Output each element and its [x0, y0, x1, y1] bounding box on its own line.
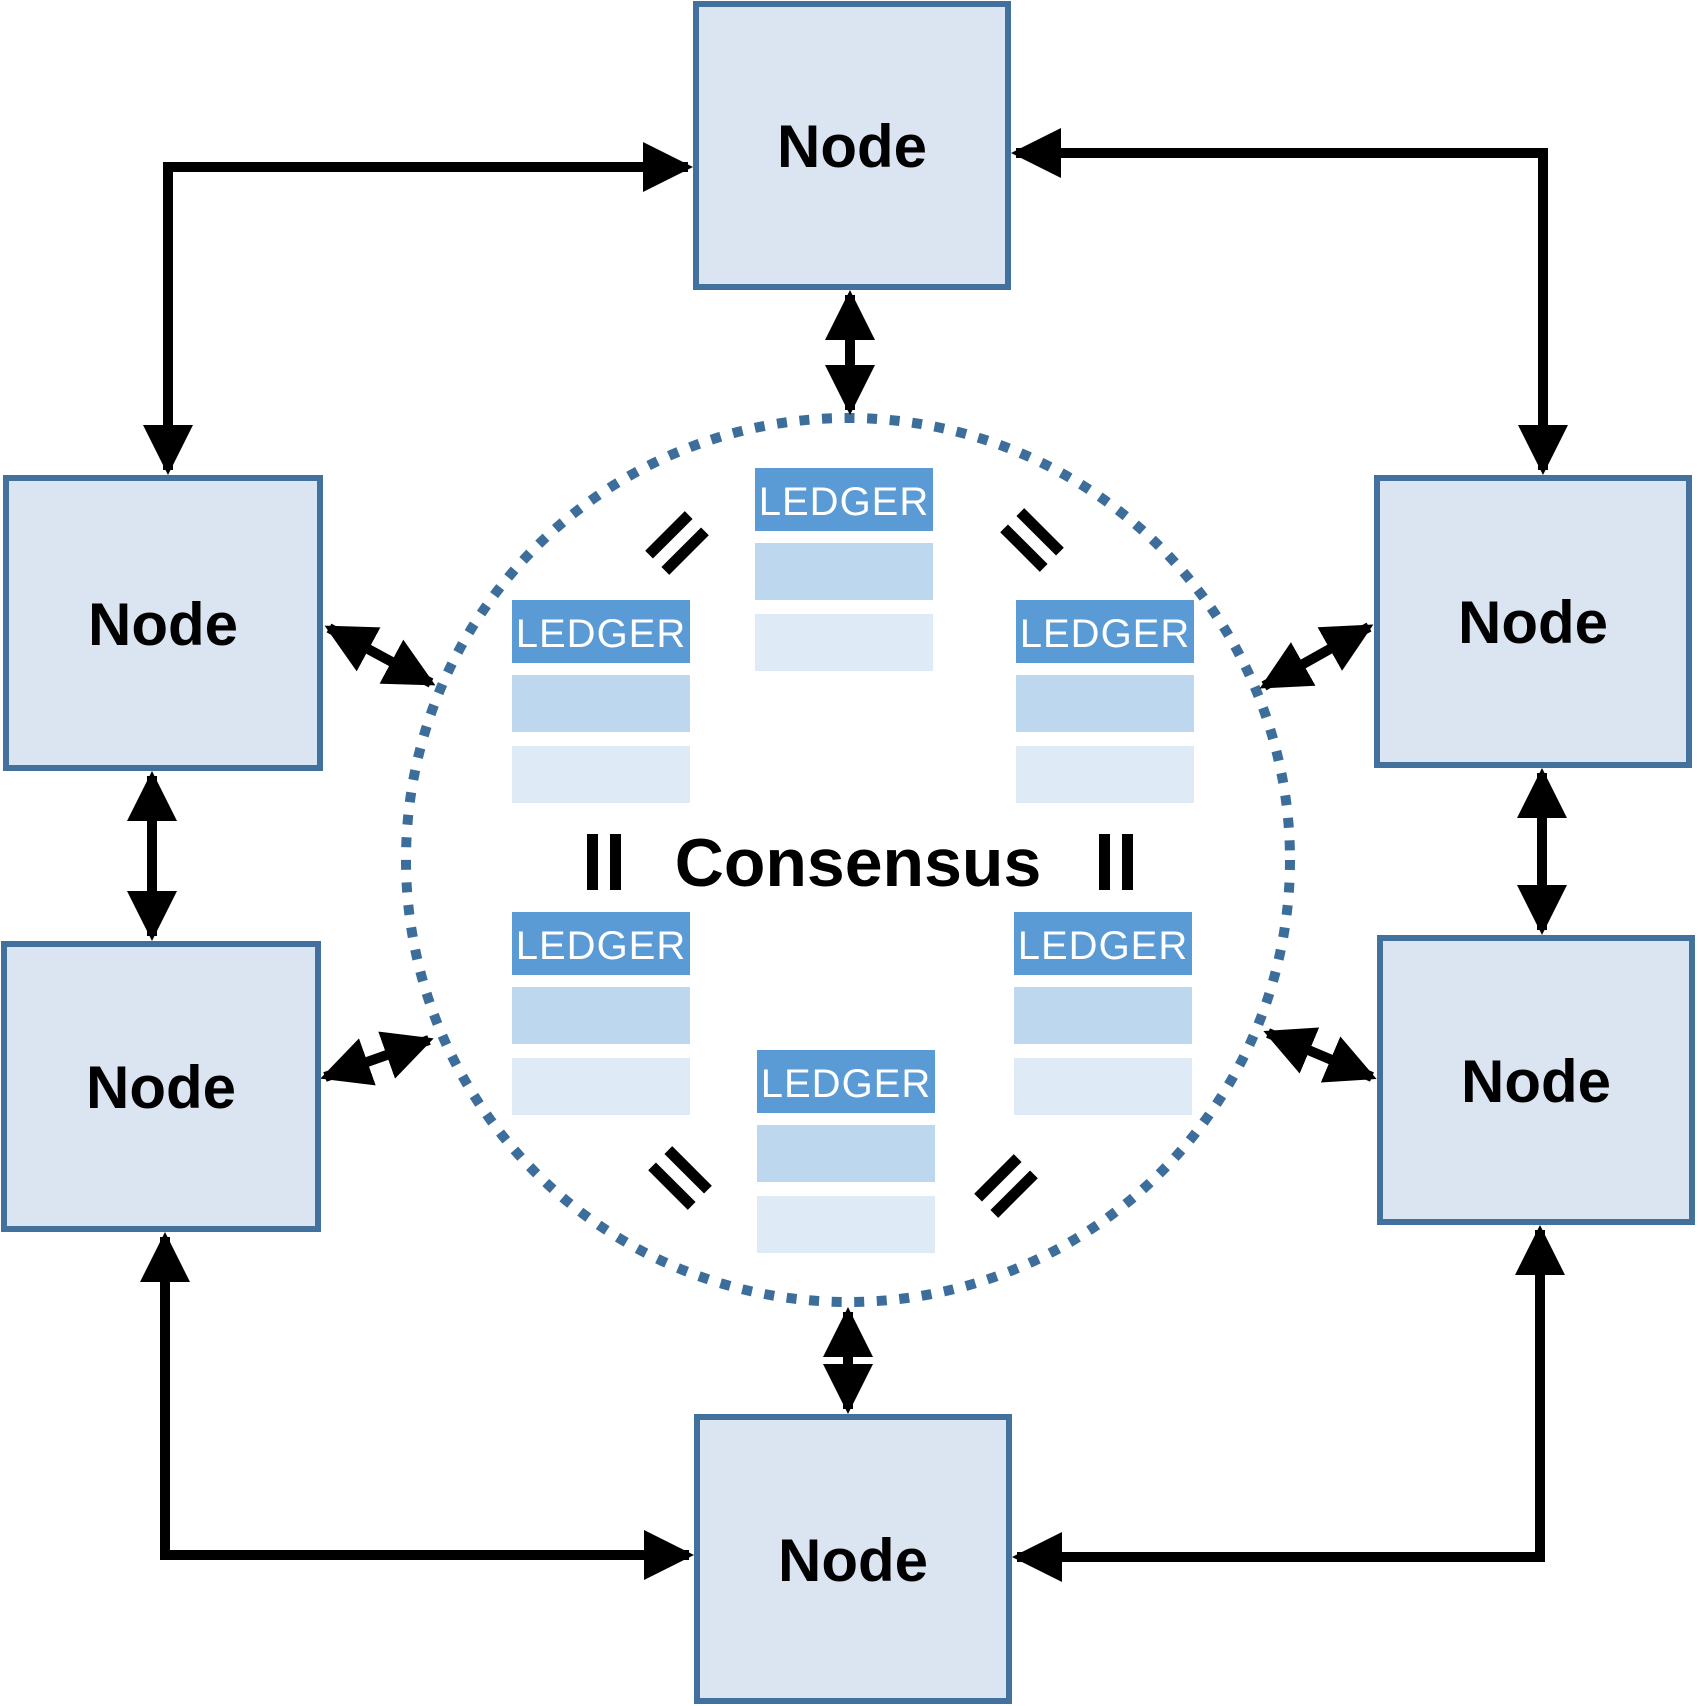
ledger-table-mid-left: LEDGER	[512, 600, 690, 803]
ledger-header	[755, 468, 933, 531]
ledger-header	[512, 600, 690, 663]
ledger-row	[1016, 746, 1194, 803]
equals-icon-lower-right	[974, 1154, 1038, 1218]
ledger-row	[757, 1196, 935, 1253]
ledger-header	[757, 1050, 935, 1113]
ledger-row	[1016, 675, 1194, 732]
equals-icon-upper-left	[645, 511, 709, 575]
arrow-upperright-node-to-circle	[1259, 622, 1374, 691]
node-rect	[694, 1414, 1012, 1704]
ledger-header	[512, 912, 690, 975]
node-label: Node	[777, 113, 927, 180]
equals-icon-right-of-consensus	[1099, 834, 1133, 890]
node-label: Node	[86, 1054, 236, 1121]
ledger-title: LEDGER	[759, 480, 930, 524]
ledger-header	[1016, 600, 1194, 663]
ledger-table-mid-right: LEDGER	[1016, 600, 1194, 803]
ledger-row	[512, 746, 690, 803]
ledger-table-top: LEDGER	[755, 468, 933, 671]
arrow-upperright-top-elbow	[1011, 128, 1568, 475]
arrow-upperleft-top-elbow	[143, 142, 693, 475]
ledger-row	[755, 543, 933, 600]
node-rect	[693, 1, 1011, 290]
ledger-row	[757, 1125, 935, 1182]
ledger-title: LEDGER	[761, 1062, 932, 1106]
node-box-lower-right: Node	[1377, 935, 1695, 1225]
arrow-lowerright-node-to-circle	[1263, 1027, 1377, 1083]
arrow-lowerleft-bottom-elbow	[140, 1232, 694, 1580]
node-box-upper-left: Node	[3, 475, 323, 771]
ledger-row	[1014, 987, 1192, 1044]
ledger-title: LEDGER	[516, 924, 687, 968]
ledger-row	[1014, 1058, 1192, 1115]
consensus-boundary-dotted-circle	[401, 413, 1295, 1307]
equals-icon-left-of-consensus	[587, 834, 621, 890]
node-box-bottom: Node	[694, 1414, 1012, 1704]
node-label: Node	[778, 1527, 928, 1594]
consensus-label: Consensus	[675, 825, 1042, 901]
node-box-lower-left: Node	[1, 941, 321, 1232]
ledger-row	[755, 614, 933, 671]
ledger-row	[512, 1058, 690, 1115]
arrow-upperleft-node-to-circle	[324, 623, 436, 688]
node-label: Node	[88, 591, 238, 658]
node-rect	[1377, 935, 1695, 1225]
ledger-title: LEDGER	[1020, 612, 1191, 656]
ledger-header	[1014, 912, 1192, 975]
equals-icon-upper-right	[1000, 508, 1064, 572]
equals-icon-lower-left	[648, 1146, 712, 1210]
ledger-row	[512, 987, 690, 1044]
node-box-top: Node	[693, 1, 1011, 290]
ledger-table-lower-left: LEDGER	[512, 912, 690, 1115]
ledger-row	[512, 675, 690, 732]
ledger-table-bottom: LEDGER	[757, 1050, 935, 1253]
node-label: Node	[1461, 1048, 1611, 1115]
arrow-lowerright-bottom-elbow	[1012, 1225, 1565, 1582]
node-label: Node	[1458, 589, 1608, 656]
node-rect	[3, 475, 323, 771]
node-rect	[1, 941, 321, 1232]
node-rect	[1374, 475, 1692, 768]
arrow-lowerleft-node-to-circle	[320, 1031, 434, 1086]
node-box-upper-right: Node	[1374, 475, 1692, 768]
ledger-title: LEDGER	[1018, 924, 1189, 968]
ledger-table-lower-right: LEDGER	[1014, 912, 1192, 1115]
ledger-title: LEDGER	[516, 612, 687, 656]
